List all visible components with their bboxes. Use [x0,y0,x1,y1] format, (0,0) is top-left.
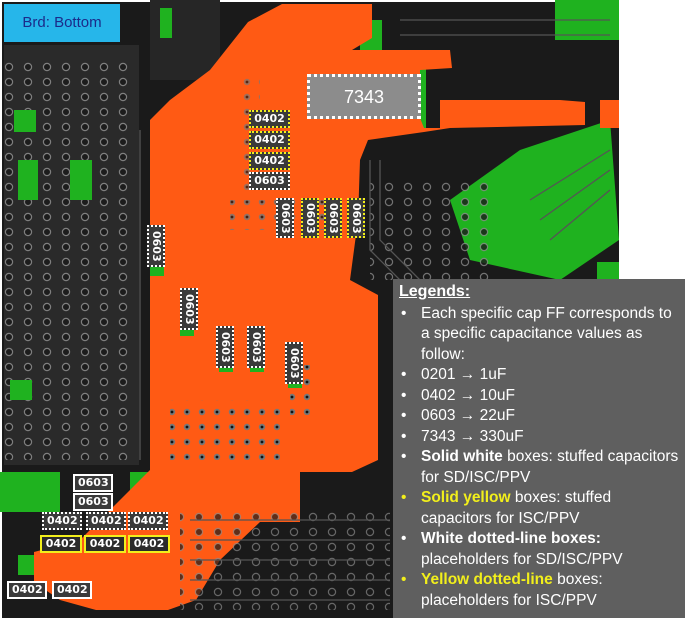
cap-tag-0603: 0603 [347,198,365,238]
legend-solid-yellow-strong: Solid yellow [421,489,511,506]
cap-tag-0402: 0402 [84,535,126,553]
legend-white-dotted-strong: White dotted-line boxes: [421,530,601,547]
cap-tag-0402: 0402 [42,512,82,530]
cap-tag-0603: 0603 [180,288,198,330]
cap-tag-0603: 0603 [249,172,290,190]
cap-tag-0603: 0603 [73,493,113,511]
legend-map-7343: 7343 → 330uF [401,427,681,448]
legend-heading: Legends: [399,283,471,300]
cap-tag-0402: 0402 [52,581,92,599]
signal-traces [139,19,611,601]
legend-map-0201: 0201 → 1uF [401,365,681,386]
legend-solid-yellow-rest: boxes: stuffed capacitors for ISC/PPV [421,489,612,527]
cap-tag-0603: 0603 [301,198,319,238]
cap-tag-0603: 0603 [216,326,234,368]
legend-yellow-dotted-strong: Yellow dotted-line [421,571,553,588]
cap-tag-0603: 0603 [147,225,165,267]
cap-tag-0603: 0603 [285,342,303,384]
legend-map-0402: 0402 → 10uF [401,386,681,407]
cap-tag-0402: 0402 [86,512,126,530]
legend-solid-white-rest: boxes: stuffed capacitors for SD/ISC/PPV [421,448,679,486]
legend-list: Each specific cap FF corresponds to a sp… [399,304,681,612]
legend-map-0603: 0603 → 22uF [401,406,681,427]
cap-tag-0402: 0402 [249,131,290,149]
cap-tag-0603: 0603 [247,326,265,368]
cap-tag-0402: 0402 [128,535,170,553]
cap-7343-placeholder: 7343 [307,74,421,119]
legend-solid-white-strong: Solid white [421,448,503,465]
legend-panel: Legends: Each specific cap FF correspond… [393,279,685,618]
cap-tag-0603: 0603 [276,198,294,238]
cap-tag-0402: 0402 [7,581,47,599]
cap-tag-0402: 0402 [249,152,290,170]
legend-solid-yellow: Solid yellow boxes: stuffed capacitors f… [401,488,681,529]
legend-yellow-dotted: Yellow dotted-line boxes: placeholders f… [401,570,681,611]
legend-yellow-dotted-rest: boxes: placeholders for ISC/PPV [421,571,603,609]
cap-tag-0402: 0402 [40,535,82,553]
cap-tag-0603: 0603 [73,474,113,492]
legend-white-dotted: White dotted-line boxes: placeholders fo… [401,529,681,570]
legend-solid-white: Solid white boxes: stuffed capacitors fo… [401,447,681,488]
cap-tag-0402: 0402 [249,110,290,128]
cap-tag-0402: 0402 [128,512,168,530]
legend-intro: Each specific cap FF corresponds to a sp… [401,304,681,366]
cap-tag-0603: 0603 [324,198,342,238]
legend-white-dotted-rest: placeholders for SD/ISC/PPV [421,550,623,568]
board-side-label: Brd: Bottom [4,4,120,42]
